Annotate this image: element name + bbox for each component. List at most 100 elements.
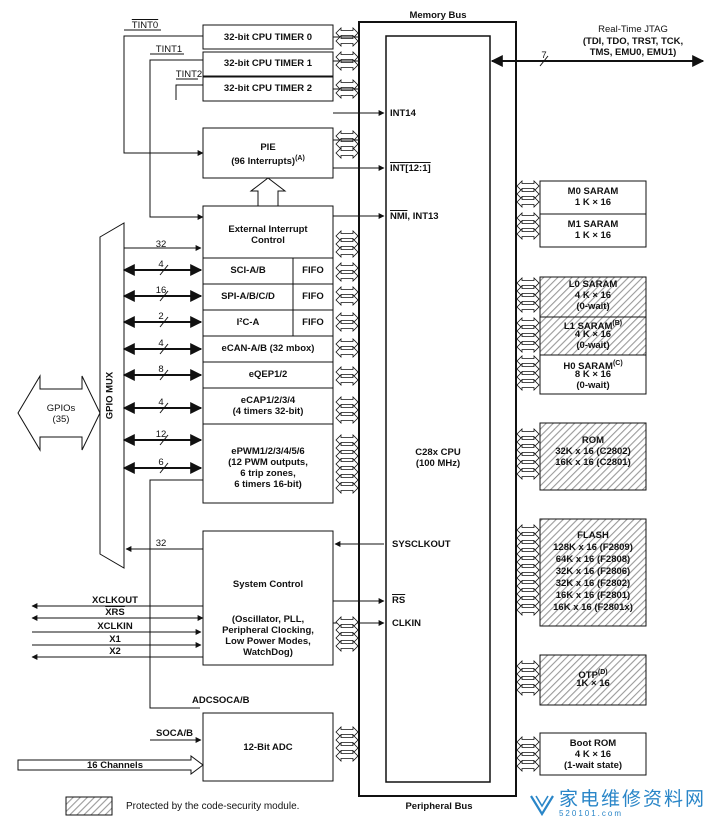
- watermark-url: 520101.com: [558, 809, 624, 818]
- adc-box: [202, 712, 334, 782]
- boot-rom-wait: (1-wait state): [563, 760, 623, 771]
- bus-arrow-left-24: [335, 412, 359, 424]
- flash-size-3: 32K x 16 (F2806): [555, 566, 631, 577]
- adc-channels-label: 16 Channels: [87, 760, 143, 771]
- jtag-signals-1: (TDI, TDO, TRST, TCK,: [582, 36, 684, 47]
- bus-arrow-right-24: [516, 524, 540, 536]
- m0-title: M0 SARAM: [567, 186, 619, 197]
- bus-arrow-left-13: [335, 270, 359, 282]
- bus-arrow-right-25: [516, 532, 540, 544]
- bus-width-ext: 32: [155, 239, 167, 250]
- bus-arrow-right-6: [516, 277, 540, 289]
- bus-arrow-left-35: [335, 640, 359, 652]
- l1-note: (B): [612, 320, 623, 327]
- l0-saram-box: [539, 276, 647, 318]
- bus-arrow-left-16: [335, 312, 359, 324]
- flash-size-6: 16K x 16 (F2801x): [553, 602, 633, 613]
- timer-0-label: 32-bit CPU TIMER 0: [223, 32, 313, 43]
- bus-arrow-left-36: [335, 726, 359, 738]
- watermark: 家电维修资料网 520101.com: [529, 789, 706, 818]
- xrs-label: XRS: [105, 607, 125, 618]
- bus-arrow-right-3: [516, 212, 540, 224]
- memory-bus-label: Memory Bus: [409, 10, 467, 21]
- bus-arrow-left-23: [335, 404, 359, 416]
- bus-arrow-left-12: [335, 262, 359, 274]
- bus-arrow-right-35: [516, 660, 540, 672]
- jtag-signals-2: TMS, EMU0, EMU1): [589, 47, 677, 58]
- bus-width-epwm6: 6: [158, 457, 164, 468]
- spi-label: SPI-A/B/C/D: [221, 291, 275, 302]
- x1-label: X1: [109, 634, 121, 645]
- bus-arrow-right-15: [516, 363, 540, 375]
- bus-arrow-left-1: [335, 35, 359, 47]
- timer-1-label: 32-bit CPU TIMER 1: [223, 58, 313, 69]
- m1-title: M1 SARAM: [567, 219, 619, 230]
- bus-width-ecap: 4: [158, 397, 164, 408]
- bus-arrow-left-38: [335, 742, 359, 754]
- boot-rom-size: 4 K × 16: [574, 749, 612, 760]
- bus-arrow-left-34: [335, 632, 359, 644]
- adcsoca-label: ADCSOCA/B: [192, 695, 250, 706]
- h0-note: (C): [612, 360, 623, 367]
- epwm-label-4: 6 timers 16-bit): [234, 479, 302, 490]
- bus-arrow-left-32: [335, 616, 359, 628]
- bus-arrow-left-5: [335, 87, 359, 99]
- ext-int-label-1: External Interrupt: [228, 224, 308, 235]
- rom-size-2: 16K x 16 (C2801): [555, 457, 631, 468]
- i2c-label: I²C-A: [236, 317, 260, 328]
- gpio-mux-label: GPIO MUX: [104, 371, 116, 420]
- bus-arrow-left-22: [335, 396, 359, 408]
- bus-arrow-right-1: [516, 188, 540, 200]
- bus-arrow-left-9: [335, 230, 359, 242]
- bus-arrow-right-41: [516, 752, 540, 764]
- spi-fifo: FIFO: [302, 291, 324, 302]
- bus-arrow-left-25: [335, 434, 359, 446]
- jtag-width: 7: [541, 50, 547, 61]
- bus-arrow-left-33: [335, 624, 359, 636]
- flash-title: FLASH: [577, 530, 609, 541]
- bus-arrow-right-27: [516, 548, 540, 560]
- bus-arrow-left-7: [335, 138, 359, 150]
- rs-label: RS: [392, 595, 406, 606]
- flash-size-2: 64K x 16 (F2808): [555, 554, 631, 565]
- memory-bus-frame: [358, 21, 517, 797]
- otp-title: OTP(D): [578, 669, 608, 682]
- bus-arrow-left-30: [335, 474, 359, 486]
- gpios-count: (35): [52, 414, 70, 425]
- bus-arrow-right-0: [516, 180, 540, 192]
- legend-swatch: [65, 796, 113, 816]
- bus-arrow-right-18: [516, 428, 540, 440]
- bus-arrow-right-39: [516, 736, 540, 748]
- i2c-fifo: FIFO: [302, 317, 324, 328]
- cpu-core-label: C28x CPU: [415, 447, 461, 458]
- system-control-box: [202, 530, 334, 666]
- bus-arrow-left-3: [335, 59, 359, 71]
- bus-arrow-left-28: [335, 458, 359, 470]
- boot-rom-box: [539, 732, 647, 776]
- system-control-d2: Peripheral Clocking,: [222, 625, 314, 636]
- tint0-label: TINT0: [131, 20, 159, 31]
- cpu-timer-1-box: [202, 51, 334, 77]
- bus-arrow-right-20: [516, 444, 540, 456]
- ext-int-label-2: Control: [251, 235, 285, 246]
- bus-width-epwm12: 12: [155, 429, 167, 440]
- bus-width-eqep: 8: [158, 364, 164, 375]
- bus-arrow-left-17: [335, 320, 359, 332]
- rom-size-1: 32K x 16 (C2802): [555, 446, 631, 457]
- system-control-title: System Control: [232, 579, 304, 590]
- bus-arrow-left-11: [335, 246, 359, 258]
- peripheral-bus-label: Peripheral Bus: [405, 801, 473, 812]
- l0-size: 4 K × 16: [574, 290, 612, 301]
- ecap-label-1: eCAP1/2/3/4: [240, 395, 296, 406]
- adc-title: 12-Bit ADC: [243, 742, 293, 753]
- bus-arrow-right-42: [516, 760, 540, 772]
- bus-arrow-right-16: [516, 371, 540, 383]
- watermark-logo-icon: [530, 794, 554, 816]
- cpu-core-box: [385, 35, 491, 783]
- x2-label: X2: [109, 646, 121, 657]
- bus-arrow-left-21: [335, 374, 359, 386]
- l1-title: L1 SARAM(B): [563, 320, 623, 333]
- bus-arrow-left-10: [335, 238, 359, 250]
- bus-arrow-right-26: [516, 540, 540, 552]
- tint2-label: TINT2: [175, 69, 203, 80]
